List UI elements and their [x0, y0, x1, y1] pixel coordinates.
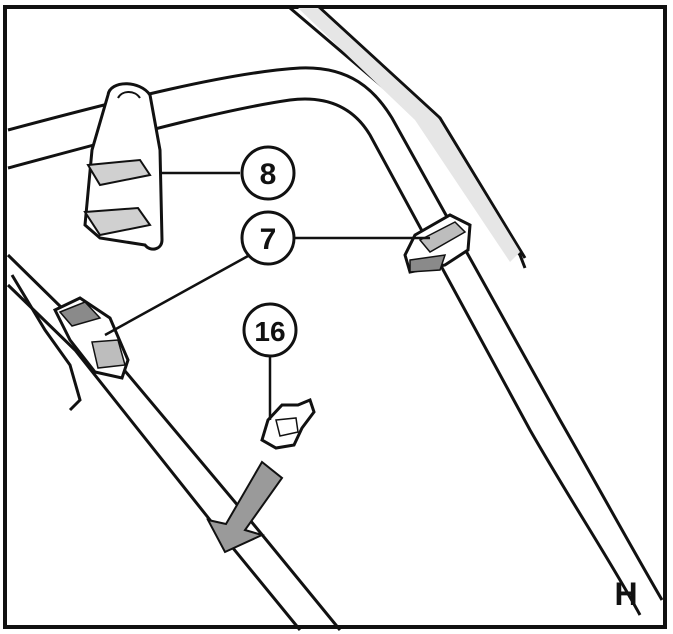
right-tube-shade: [298, 8, 520, 262]
callout-label-8: 8: [260, 158, 277, 191]
callout-circle: [240, 145, 296, 201]
leader-line-7-left: [104, 254, 249, 337]
callout-7: 7: [240, 210, 296, 266]
clip-8-part: [83, 82, 164, 251]
callout-circle: [240, 210, 296, 266]
clip-7-left-part: [52, 296, 130, 380]
callout-label-7: 7: [260, 223, 277, 256]
callout-8: 8: [240, 145, 296, 201]
callout-16: 16: [242, 302, 298, 358]
figure-frame: [3, 5, 667, 629]
direction-arrow: [206, 460, 284, 554]
callout-label-16: 16: [254, 316, 285, 347]
leader-lines: [104, 171, 430, 420]
callout-circle: [242, 302, 298, 358]
clip-7-right-part: [403, 213, 472, 274]
panel-letter: H: [614, 576, 637, 612]
clip-16-part: [260, 397, 316, 450]
